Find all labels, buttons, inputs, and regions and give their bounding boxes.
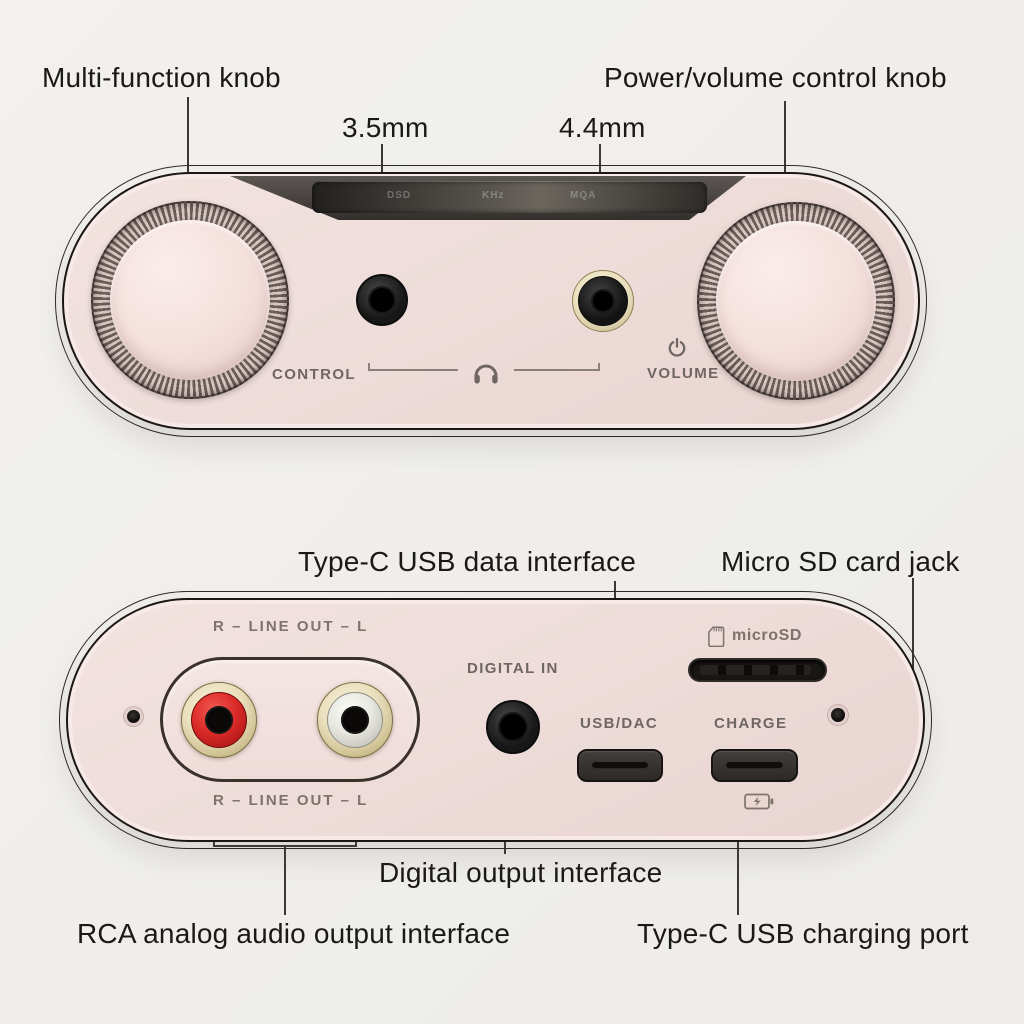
print-usb-dac: USB/DAC xyxy=(580,715,659,732)
rca-jack-left-white xyxy=(317,682,393,758)
pinhole-right xyxy=(831,708,845,722)
usb-c-slot xyxy=(592,762,648,769)
device-back-panel: R – LINE OUT – L R – LINE OUT – L DIGITA… xyxy=(59,591,932,849)
knob-face xyxy=(110,220,270,380)
callout-3-5mm: 3.5mm xyxy=(342,112,429,143)
bracket-tick-left xyxy=(368,363,370,371)
callout-power-volume-knob: Power/volume control knob xyxy=(604,62,947,93)
print-microsd: microSD xyxy=(732,627,802,644)
rca-jack-right-red xyxy=(181,682,257,758)
callout-digital-out: Digital output interface xyxy=(379,857,663,888)
power-icon xyxy=(667,337,687,363)
microsd-card-edge xyxy=(700,665,811,675)
usb-c-data-port xyxy=(577,749,663,782)
bracket-right xyxy=(514,369,600,371)
callout-rca-out: RCA analog audio output interface xyxy=(77,918,511,949)
display-indicator-dsd: DSD xyxy=(387,190,412,201)
callout-line-rca-stem xyxy=(284,845,286,915)
print-digital-in: DIGITAL IN xyxy=(467,660,559,677)
jack-bore xyxy=(368,286,396,314)
microsd-icon xyxy=(708,626,725,652)
callout-usb-charge: Type-C USB charging port xyxy=(637,918,969,949)
headphone-icon xyxy=(472,360,500,390)
print-charge: CHARGE xyxy=(714,715,788,732)
callout-line-microsd-v xyxy=(912,578,914,674)
power-volume-knob xyxy=(697,202,895,400)
usb-c-slot xyxy=(726,762,783,769)
rca-bore xyxy=(205,706,233,734)
print-line-out-bottom: R – LINE OUT – L xyxy=(213,792,369,809)
jack-bore xyxy=(591,289,615,313)
jack-3-5mm xyxy=(356,274,408,326)
usb-c-charge-port xyxy=(711,749,798,782)
print-control: CONTROL xyxy=(272,366,356,383)
bracket-tick-right xyxy=(598,363,600,371)
display-indicator-khz: KHz xyxy=(482,190,505,201)
pinhole-left xyxy=(127,710,140,723)
callout-multi-function-knob: Multi-function knob xyxy=(42,62,281,93)
device-front-panel: DSD KHz MQA CONTROL VOLUME xyxy=(55,165,927,437)
rca-bore xyxy=(341,706,369,734)
print-line-out-top: R – LINE OUT – L xyxy=(213,618,369,635)
jack-bore xyxy=(498,712,528,742)
knob-face xyxy=(716,221,876,381)
multi-function-knob xyxy=(91,201,289,399)
digital-in-jack xyxy=(486,700,540,754)
status-display: DSD KHz MQA xyxy=(312,181,707,213)
callout-line-usb-charge xyxy=(737,812,739,915)
callout-microsd-jack: Micro SD card jack xyxy=(721,546,960,577)
callout-usb-data: Type-C USB data interface xyxy=(298,546,637,577)
microsd-slot xyxy=(688,658,827,682)
jack-4-4mm xyxy=(572,270,634,332)
display-indicator-mqa: MQA xyxy=(570,190,597,201)
callout-4-4mm: 4.4mm xyxy=(559,112,646,143)
print-volume: VOLUME xyxy=(647,365,720,382)
battery-charge-icon xyxy=(744,793,774,815)
bracket-left xyxy=(368,369,458,371)
